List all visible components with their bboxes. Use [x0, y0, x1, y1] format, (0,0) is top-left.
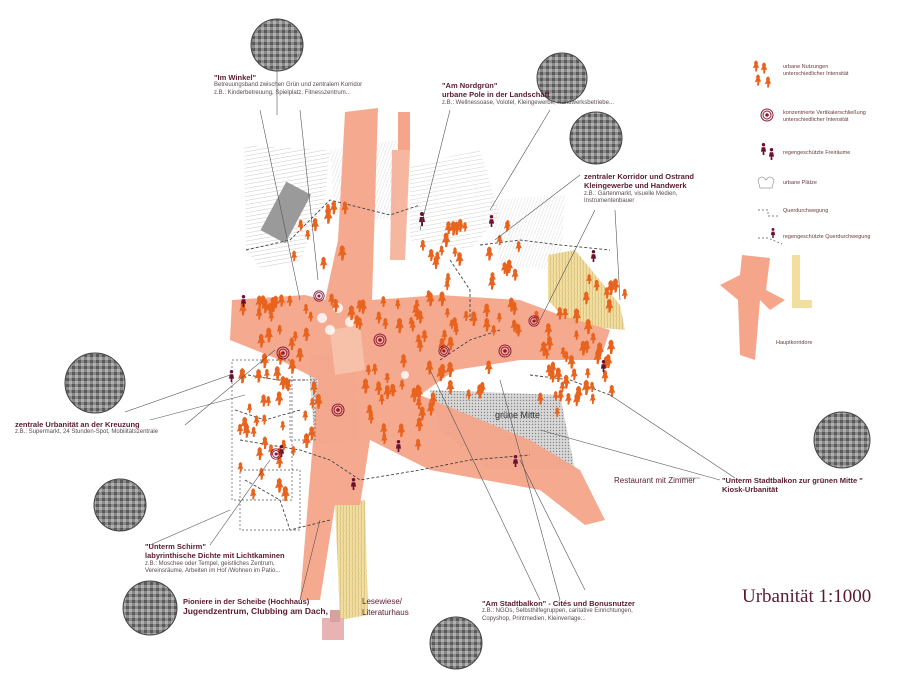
urban-use-figure	[280, 439, 287, 451]
annotation-title: zentrale Urbanität an der Kreuzung	[15, 420, 140, 429]
yellow-wheat-band	[548, 250, 625, 330]
legend-urban-uses: urbane Nutzungen unterschiedlicher Inten…	[783, 64, 848, 78]
photo-pioniere	[122, 580, 178, 636]
photo-kreuzung	[64, 352, 126, 414]
urban-use-figure	[319, 256, 328, 270]
urban-use-figure	[261, 414, 268, 425]
legend-cross-paths: Querdurchwegung	[783, 208, 829, 214]
photo-unterm-schirm	[93, 478, 147, 532]
urban-use-figure	[250, 488, 257, 500]
main-corridors	[230, 108, 610, 640]
annotation-line: z.B.: Wellnessoase, Volotel, Kleingewerb…	[442, 99, 614, 106]
legend-rain-protected-paths: regengeschützte Querdurchwegung	[783, 234, 871, 240]
urban-use-figure	[589, 393, 596, 404]
urban-use-figure	[237, 462, 244, 473]
annotation-line: Jugendzentrum, Clubbing am Dach,	[183, 606, 328, 617]
urban-use-figure	[302, 410, 309, 421]
label-gruene-mitte: grüne Mitte	[495, 410, 541, 420]
annotation-pioniere: Pioniere in der Scheibe (Hochhaus) Jugen…	[183, 597, 328, 617]
urban-use-figure	[565, 392, 572, 405]
legend-urban-plazas: urbane Plätze	[783, 180, 817, 186]
annotation-title: zentraler Korridor und Ostrand	[584, 172, 695, 181]
plan-title: Urbanität 1:1000	[742, 586, 872, 607]
label-lesewiese-1: Lesewiese/	[362, 597, 403, 606]
lesewiese-band	[335, 500, 368, 620]
legend-main-corridors: Hauptkorridore	[776, 340, 813, 346]
annotation-line: z.B.: Gartenmarkt, visuelle Medien,	[584, 190, 678, 197]
annotation-im-winkel: "Im Winkel" Betreuungsband zwischen Grün…	[214, 73, 362, 97]
annotation-kreuzung: zentrale Urbanität an der Kreuzung z.B.:…	[15, 420, 158, 437]
urban-use-figure	[601, 370, 609, 383]
urban-use-figure	[273, 366, 282, 381]
label-lesewiese-2: Literaturhaus	[362, 608, 409, 617]
legend-vertical-circulation: konzentrierte Vertikalerschließung unter…	[783, 110, 866, 124]
annotation-title: Pioniere in der Scheibe (Hochhaus)	[183, 597, 310, 606]
annotation-line: Betreuungsband zwischen Grün und zentral…	[214, 82, 363, 89]
annotation-line: Instrumentenbauer	[584, 198, 635, 205]
legend-text: urbane Nutzungen	[783, 64, 829, 70]
annotation-title: "Unterm Schirm"	[145, 542, 206, 551]
annotation-line: z.B.: Supermarkt, 24 Stunden-Spot, Mobil…	[15, 429, 159, 436]
annotation-unterm-stadtbalkon: "Unterm Stadtbalkon zur grünen Mitte " K…	[722, 476, 863, 495]
urban-use-figure	[260, 353, 269, 369]
urban-use-figure	[290, 445, 297, 456]
annotation-am-nordgruen: "Am Nordgrün" urbane Pole in der Landsch…	[442, 81, 614, 107]
urban-use-figure	[254, 368, 263, 383]
photo-im-winkel	[250, 18, 304, 72]
legend-text: unterschiedlicher Intensität	[783, 116, 849, 123]
urban-use-figure	[279, 420, 286, 431]
urban-use-figure	[275, 391, 284, 406]
annotation-unterm-schirm: "Unterm Schirm" labyrinthische Dichte mi…	[145, 542, 285, 576]
photo-stadtbalkon	[429, 616, 483, 670]
urban-use-figure	[455, 251, 464, 266]
annotation-line: z.B.: NGOs, Selbsthilfegruppen, caritati…	[482, 608, 633, 615]
photo-zentraler-korridor	[569, 111, 623, 165]
annotation-line: labyrinthische Dichte mit Lichtkaminen	[145, 551, 285, 561]
block-outlines	[231, 359, 316, 531]
urban-use-figure	[621, 288, 628, 300]
annotation-title: "Im Winkel"	[214, 73, 257, 82]
photo-am-nordgruen	[536, 52, 588, 104]
annotation-line: z.B.: Kinderbetreuung, Spielplatz, Fitne…	[214, 89, 351, 96]
annotation-am-stadtbalkon: "Am Stadtbalkon" - Cités und Bonusnutzer…	[482, 599, 635, 623]
annotation-title: "Am Nordgrün"	[442, 81, 498, 90]
urban-use-figure	[452, 247, 458, 257]
annotation-line: Kiosk-Urbanität	[722, 485, 778, 495]
leader-lines	[124, 70, 736, 601]
legend-symbols	[720, 60, 812, 360]
annotation-line: Copyshop, Printmedien, Kleinverlage...	[482, 615, 586, 622]
photo-unterm-stadtbalkon	[813, 411, 871, 469]
legend-text: unterschiedlicher Intensität	[783, 70, 849, 77]
urban-use-figure	[606, 339, 616, 355]
urban-use-figure	[438, 245, 445, 256]
urban-use-figure	[570, 368, 578, 381]
urban-use-figure	[485, 246, 494, 261]
annotation-line: Vereinsräume, Arbeiten im Hof /Wohnen im…	[145, 568, 281, 575]
annotation-title: "Unterm Stadtbalkon zur grünen Mitte "	[722, 476, 863, 485]
urban-use-figure	[255, 447, 264, 461]
annotation-line: Kleingewerbe und Handwerk	[584, 181, 687, 191]
annotation-title: "Am Stadtbalkon" - Cités und Bonusnutzer	[482, 599, 635, 608]
legend-text: konzentrierte Vertikalerschließung	[783, 110, 866, 116]
urban-use-figure	[250, 426, 257, 438]
annotation-line: z.B.: Moschee oder Tempel, geistliches Z…	[145, 560, 275, 567]
photo-circles	[64, 18, 871, 670]
urban-use-figure	[246, 403, 253, 414]
annotation-line: urbane Pole in der Landschaft	[442, 90, 550, 100]
urban-use-figure	[257, 467, 265, 480]
urban-use-figure	[261, 436, 269, 449]
urban-use-figure	[275, 477, 284, 493]
annotation-zentraler-korridor: zentraler Korridor und Ostrand Kleingewe…	[584, 172, 694, 206]
label-restaurant: Restaurant mit Zimmer	[614, 476, 696, 485]
urban-use-figure	[584, 368, 591, 379]
urban-use-figure	[581, 379, 591, 395]
urban-use-figure	[589, 381, 596, 393]
urban-use-figure	[281, 486, 290, 502]
urban-use-figure	[511, 268, 519, 281]
urban-use-figure	[260, 394, 268, 407]
legend-rain-protected: regengeschützte Freiräume	[783, 150, 851, 156]
urban-use-figure	[237, 368, 247, 384]
